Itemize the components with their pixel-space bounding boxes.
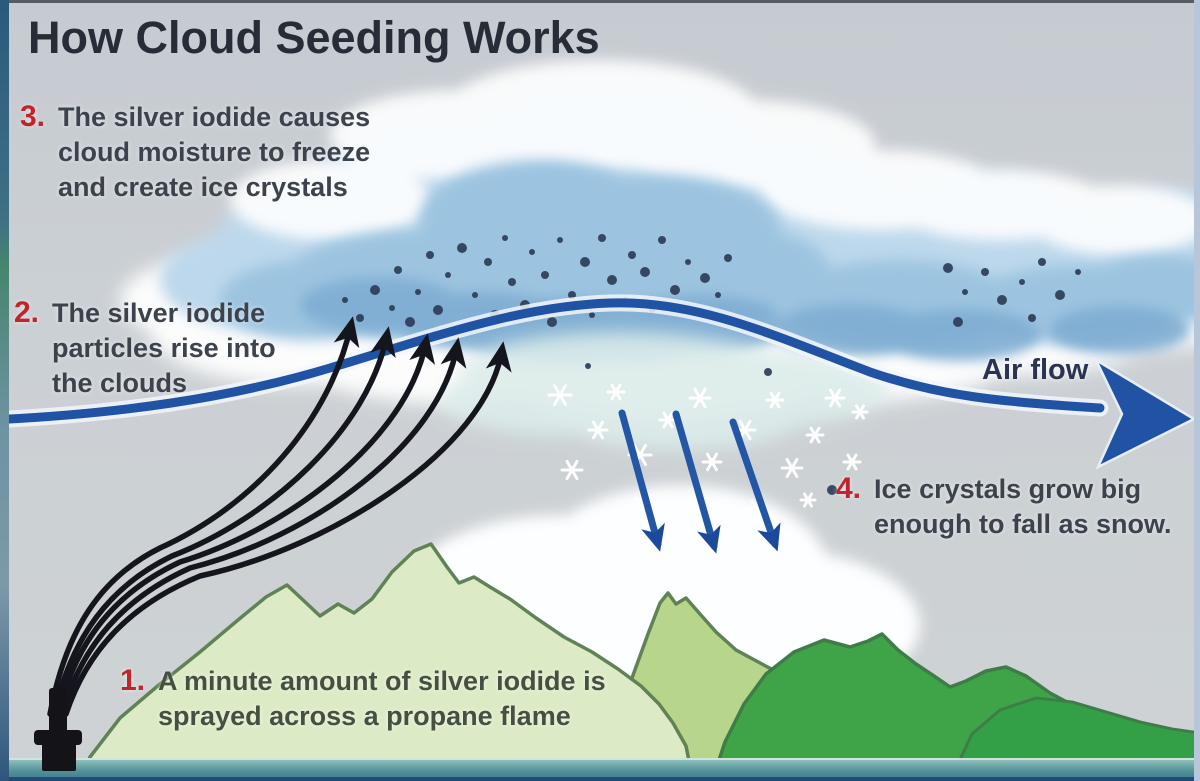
step-3-text: The silver iodide causes cloud moisture … [58, 102, 371, 203]
step-3-annotation: 3. The silver iodide causes cloud moistu… [20, 100, 370, 205]
frame-right-edge [1194, 0, 1200, 781]
frame-bottom-teal-bar [0, 758, 1200, 779]
cloud-white-tops [230, 60, 1200, 255]
airflow-arrowhead-icon [1093, 356, 1197, 470]
step-4-annotation: 4. Ice crystals grow big enough to fall … [836, 472, 1172, 542]
step-1-text: A minute amount of silver iodide is spra… [158, 666, 606, 732]
step-2-annotation: 2. The silver iodide particles rise into… [14, 296, 276, 401]
step-4-text: Ice crystals grow big enough to fall as … [874, 474, 1172, 540]
step-4-number: 4. [836, 472, 862, 505]
frame-left-edge [0, 0, 9, 781]
step-2-number: 2. [14, 296, 40, 329]
step-2-text: The silver iodide particles rise into th… [52, 298, 276, 399]
frame-top-edge [0, 0, 1200, 3]
rising-arrows-icon [47, 316, 512, 717]
step-1-annotation: 1. A minute amount of silver iodide is s… [120, 664, 606, 734]
falling-arrows-icon [618, 409, 781, 554]
mountains [78, 542, 1200, 781]
step-1-number: 1. [120, 664, 146, 697]
airflow-arrow [0, 294, 1197, 470]
frame-bottom-navy-bar [0, 777, 1200, 781]
step-3-number: 3. [20, 100, 46, 133]
cloud-under-mist [440, 332, 890, 450]
airflow-label: Air flow [982, 354, 1089, 386]
mountain-pale-green [78, 542, 695, 781]
burner-icon [34, 688, 82, 771]
page-title: How Cloud Seeding Works [28, 12, 600, 63]
